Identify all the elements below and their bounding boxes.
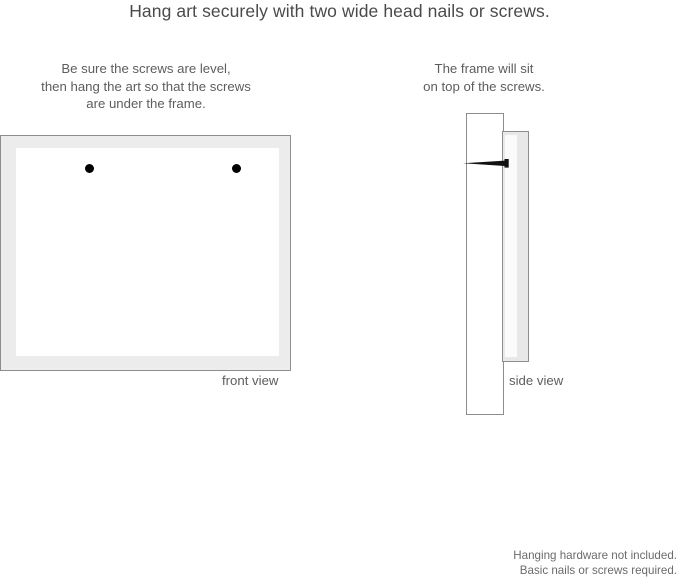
- front-view-diagram: [0, 135, 291, 371]
- side-view-label: side view: [509, 373, 563, 389]
- front-view-caption-line-1: Be sure the screws are level,: [5, 60, 287, 78]
- screw-dot-right-icon: [232, 164, 241, 173]
- side-view-caption-line-1: The frame will sit: [384, 60, 584, 78]
- front-view-caption: Be sure the screws are level, then hang …: [5, 60, 287, 113]
- page-title: Hang art securely with two wide head nai…: [0, 0, 679, 22]
- footer-line-1: Hanging hardware not included.: [277, 549, 677, 564]
- picture-frame-artwork-area: [16, 148, 279, 356]
- side-view-caption-line-2: on top of the screws.: [384, 78, 584, 96]
- frame-edge-inner-stripe: [505, 135, 517, 357]
- front-view-label: front view: [222, 373, 278, 389]
- footer-line-2: Basic nails or screws required.: [277, 564, 677, 578]
- front-view-caption-line-2: then hang the art so that the screws: [5, 78, 287, 96]
- front-view-caption-line-3: are under the frame.: [5, 95, 287, 113]
- side-view-caption: The frame will sit on top of the screws.: [384, 60, 584, 95]
- footer-disclaimer: Hanging hardware not included. Basic nai…: [277, 549, 677, 578]
- screw-dot-left-icon: [85, 164, 94, 173]
- nail-icon: [463, 159, 513, 168]
- picture-frame-outer: [0, 135, 291, 371]
